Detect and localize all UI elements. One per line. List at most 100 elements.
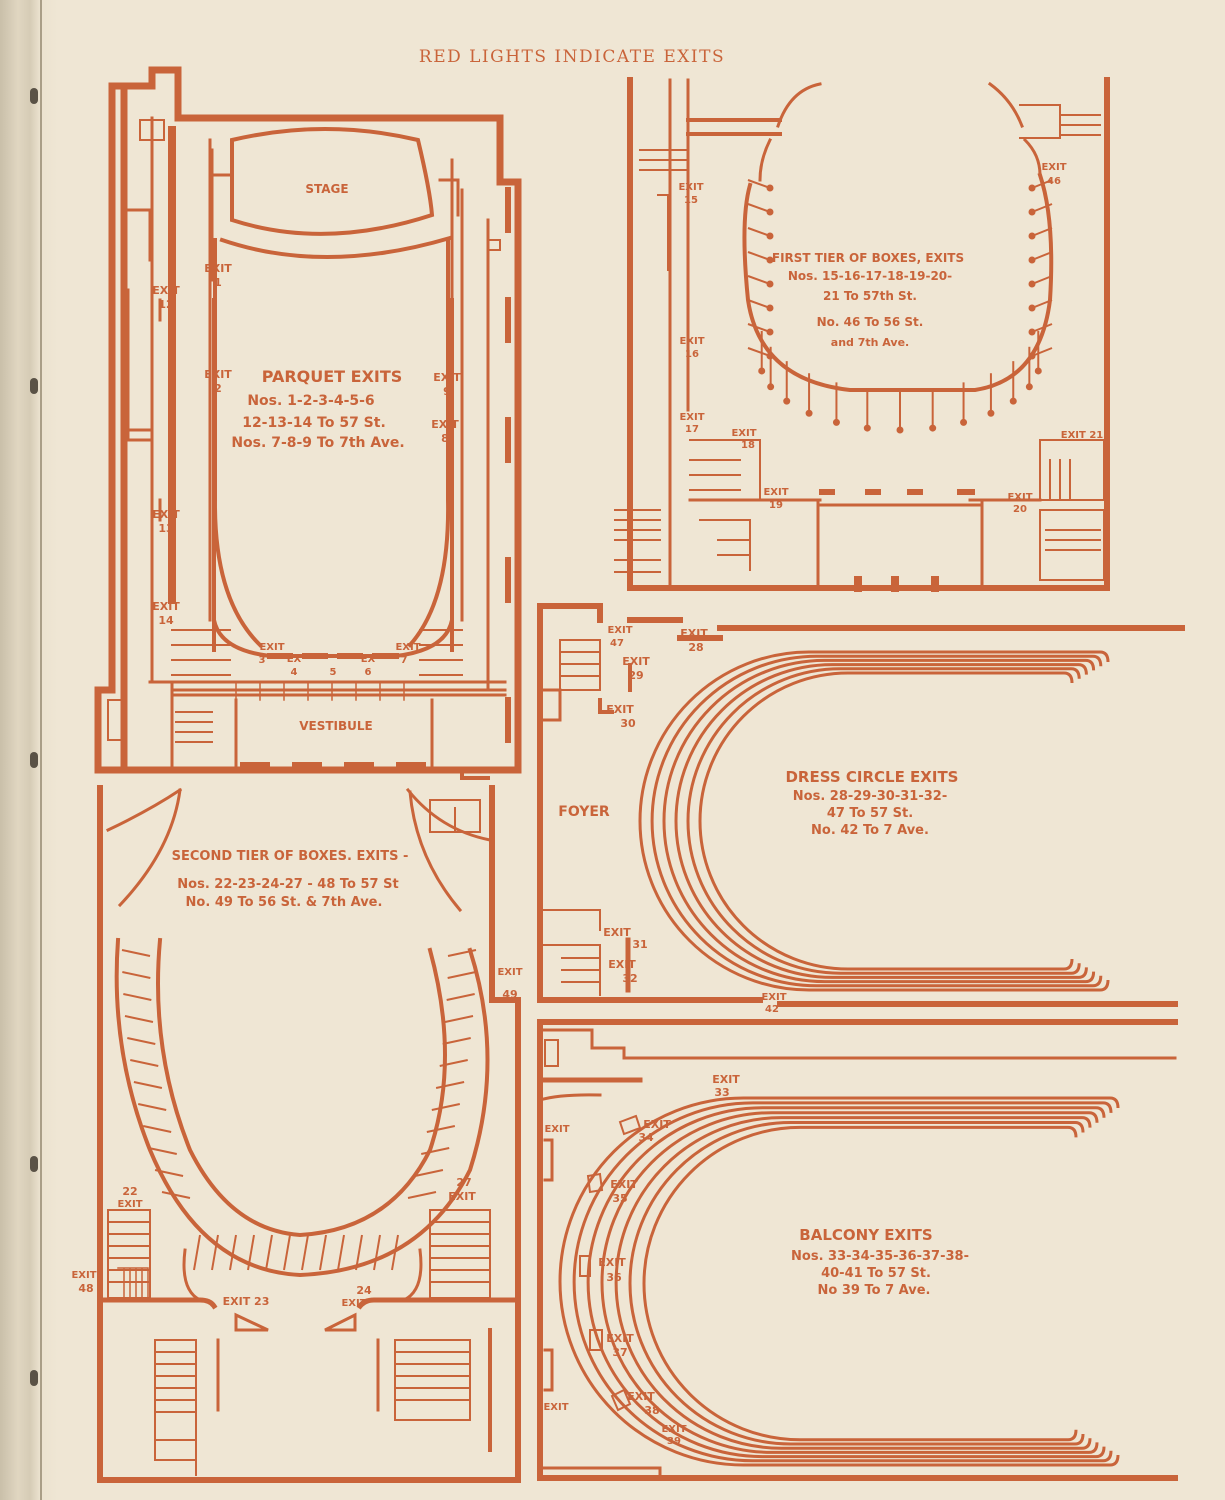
seat-row-arc xyxy=(572,1101,1113,1463)
foyer-label: FOYER xyxy=(558,804,610,820)
exit-label: EXIT xyxy=(606,1332,634,1345)
parquet-line-1: Nos. 1-2-3-4-5-6 xyxy=(247,393,374,409)
exit-number: 30 xyxy=(620,717,636,730)
exit-number: 5 xyxy=(330,667,337,678)
exit-number: 38 xyxy=(644,1404,659,1417)
first-tier-plan xyxy=(614,77,1110,592)
binding-hole xyxy=(30,1370,38,1386)
exit-number: 12 xyxy=(158,298,173,311)
binding-hole xyxy=(30,752,38,768)
second-tier-title: SECOND TIER OF BOXES. EXITS - xyxy=(172,849,409,864)
exit-number: 49 xyxy=(502,988,517,1001)
box-divider xyxy=(1031,179,1053,189)
balcony-line-3: No 39 To 7 Ave. xyxy=(818,1283,931,1298)
seat-row-arc xyxy=(614,1116,1092,1450)
exit-label: EXIT xyxy=(679,412,704,423)
balcony-seat-rows xyxy=(558,1096,1120,1467)
exit-number: 48 xyxy=(78,1282,93,1295)
exit-label: EXIT xyxy=(608,958,636,971)
box-divider xyxy=(446,993,475,1001)
box-divider xyxy=(142,1125,172,1133)
parquet-plan xyxy=(94,66,522,780)
box-divider xyxy=(747,299,771,309)
exit-label: EXIT xyxy=(627,1390,655,1403)
box-divider xyxy=(391,1234,399,1271)
box-marker xyxy=(805,409,813,417)
box-marker xyxy=(767,383,775,391)
first-tier-title: FIRST TIER OF BOXES, EXITS xyxy=(772,251,964,265)
exit-label: EXIT xyxy=(678,182,703,193)
seat-row-arc xyxy=(628,1121,1085,1446)
box-marker xyxy=(1028,328,1036,336)
box-divider xyxy=(133,1081,163,1089)
box-divider xyxy=(355,1234,363,1271)
exit-label: EXIT xyxy=(712,1073,740,1086)
box-marker xyxy=(1009,397,1017,405)
first-tier-line-3: No. 46 To 56 St. xyxy=(817,315,924,329)
box-marker xyxy=(783,397,791,405)
exit-label: EXIT xyxy=(731,428,756,439)
dress-circle-title: DRESS CIRCLE EXITS xyxy=(785,768,958,786)
exit-number: 13 xyxy=(158,522,173,535)
exit-label: EXIT xyxy=(607,625,632,636)
box-marker xyxy=(863,424,871,432)
exit-number: 7 xyxy=(401,655,408,666)
exit-number: 20 xyxy=(1013,504,1027,515)
box-divider xyxy=(130,1059,159,1067)
box-marker xyxy=(766,304,774,312)
box-divider xyxy=(435,1081,465,1089)
seat-row-arc xyxy=(662,658,1096,984)
box-divider xyxy=(747,227,771,237)
box-divider xyxy=(193,1234,201,1271)
box-divider xyxy=(373,1234,381,1271)
box-divider xyxy=(447,949,477,957)
first-tier-boxes xyxy=(747,179,1053,434)
box-divider xyxy=(319,1234,327,1271)
exit-label: EXIT xyxy=(71,1270,96,1281)
box-divider xyxy=(337,1234,345,1271)
dress-circle-line-2: 47 To 57 St. xyxy=(827,806,913,821)
second-tier-line-2: No. 49 To 56 St. & 7th Ave. xyxy=(186,895,383,910)
box-divider xyxy=(1031,275,1053,285)
exit-number: 15 xyxy=(684,195,698,206)
box-marker xyxy=(766,328,774,336)
box-divider xyxy=(123,993,152,1001)
exit-label: EXIT xyxy=(610,1178,638,1191)
box-divider xyxy=(447,971,476,979)
exit-label: EXIT xyxy=(661,1424,686,1435)
box-divider xyxy=(1031,299,1053,309)
box-marker xyxy=(766,184,774,192)
dress-circle-line-1: Nos. 28-29-30-31-32- xyxy=(793,789,947,804)
box-divider xyxy=(121,949,151,957)
exit-number: 47 xyxy=(610,638,624,649)
box-marker xyxy=(1028,304,1036,312)
box-marker xyxy=(987,409,995,417)
seat-row-arc xyxy=(698,671,1074,971)
box-marker xyxy=(929,424,937,432)
box-divider xyxy=(747,179,771,189)
box-marker xyxy=(766,208,774,216)
box-divider xyxy=(439,1059,468,1067)
exit-label: EXIT xyxy=(204,368,232,381)
exit-number: 29 xyxy=(628,669,643,682)
exit-number: 35 xyxy=(612,1192,627,1205)
box-divider xyxy=(1031,251,1053,261)
exit-number: 46 xyxy=(1047,176,1061,187)
box-marker xyxy=(1028,184,1036,192)
box-divider xyxy=(1031,347,1053,357)
exit-label: EX xyxy=(361,654,376,665)
exit-label: EXIT xyxy=(603,926,631,939)
dress-circle-seat-rows xyxy=(638,650,1110,992)
box-marker xyxy=(1025,383,1033,391)
exit-label: EXIT xyxy=(543,1402,568,1413)
dress-circle-line-3: No. 42 To 7 Ave. xyxy=(811,823,929,838)
box-marker xyxy=(1028,208,1036,216)
first-tier-line-2: 21 To 57th St. xyxy=(823,289,917,303)
parquet-line-2: 12-13-14 To 57 St. xyxy=(242,415,386,431)
exit-number: 34 xyxy=(638,1131,654,1144)
box-divider xyxy=(747,275,771,285)
exit-number: 14 xyxy=(158,614,174,627)
exit-label: EXIT xyxy=(643,1118,671,1131)
parquet-title: PARQUET EXITS xyxy=(262,367,403,386)
